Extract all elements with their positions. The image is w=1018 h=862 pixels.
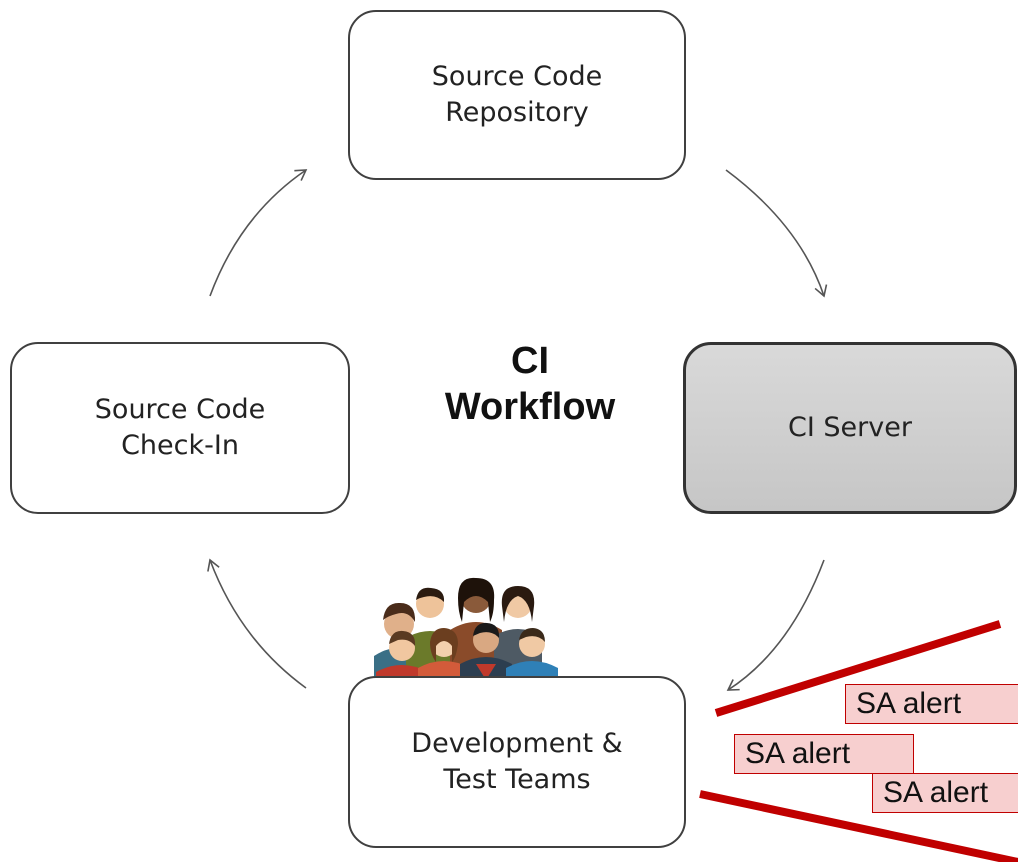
node-label: Source Code Repository: [431, 61, 603, 128]
title-line: Workflow: [444, 386, 616, 429]
title-line: CI: [511, 340, 549, 382]
arrow-repo-to-server: [725, 169, 828, 298]
node-label: CI Server: [788, 412, 912, 444]
node-ci-server: CI Server: [683, 342, 1017, 514]
arrow-teams-to-checkin: [207, 558, 307, 689]
arrow-server-to-teams: [726, 559, 825, 691]
sa-alert-badge: SA alert: [872, 773, 1018, 813]
alert-line-lower: [699, 790, 1018, 862]
node-source-code-check-in: Source Code Check-In: [10, 342, 350, 514]
node-label: Source Code Check-In: [94, 394, 266, 461]
alert-line-upper: [714, 620, 1002, 717]
sa-alert-badge: SA alert: [734, 734, 914, 774]
node-development-test-teams: Development & Test Teams: [348, 676, 686, 848]
node-source-code-repository: Source Code Repository: [348, 10, 686, 180]
arrow-checkin-to-repo: [209, 169, 308, 297]
sa-alert-badge: SA alert: [845, 684, 1018, 724]
diagram-title: CI Workflow: [380, 338, 680, 431]
node-label: Development & Test Teams: [411, 728, 623, 795]
